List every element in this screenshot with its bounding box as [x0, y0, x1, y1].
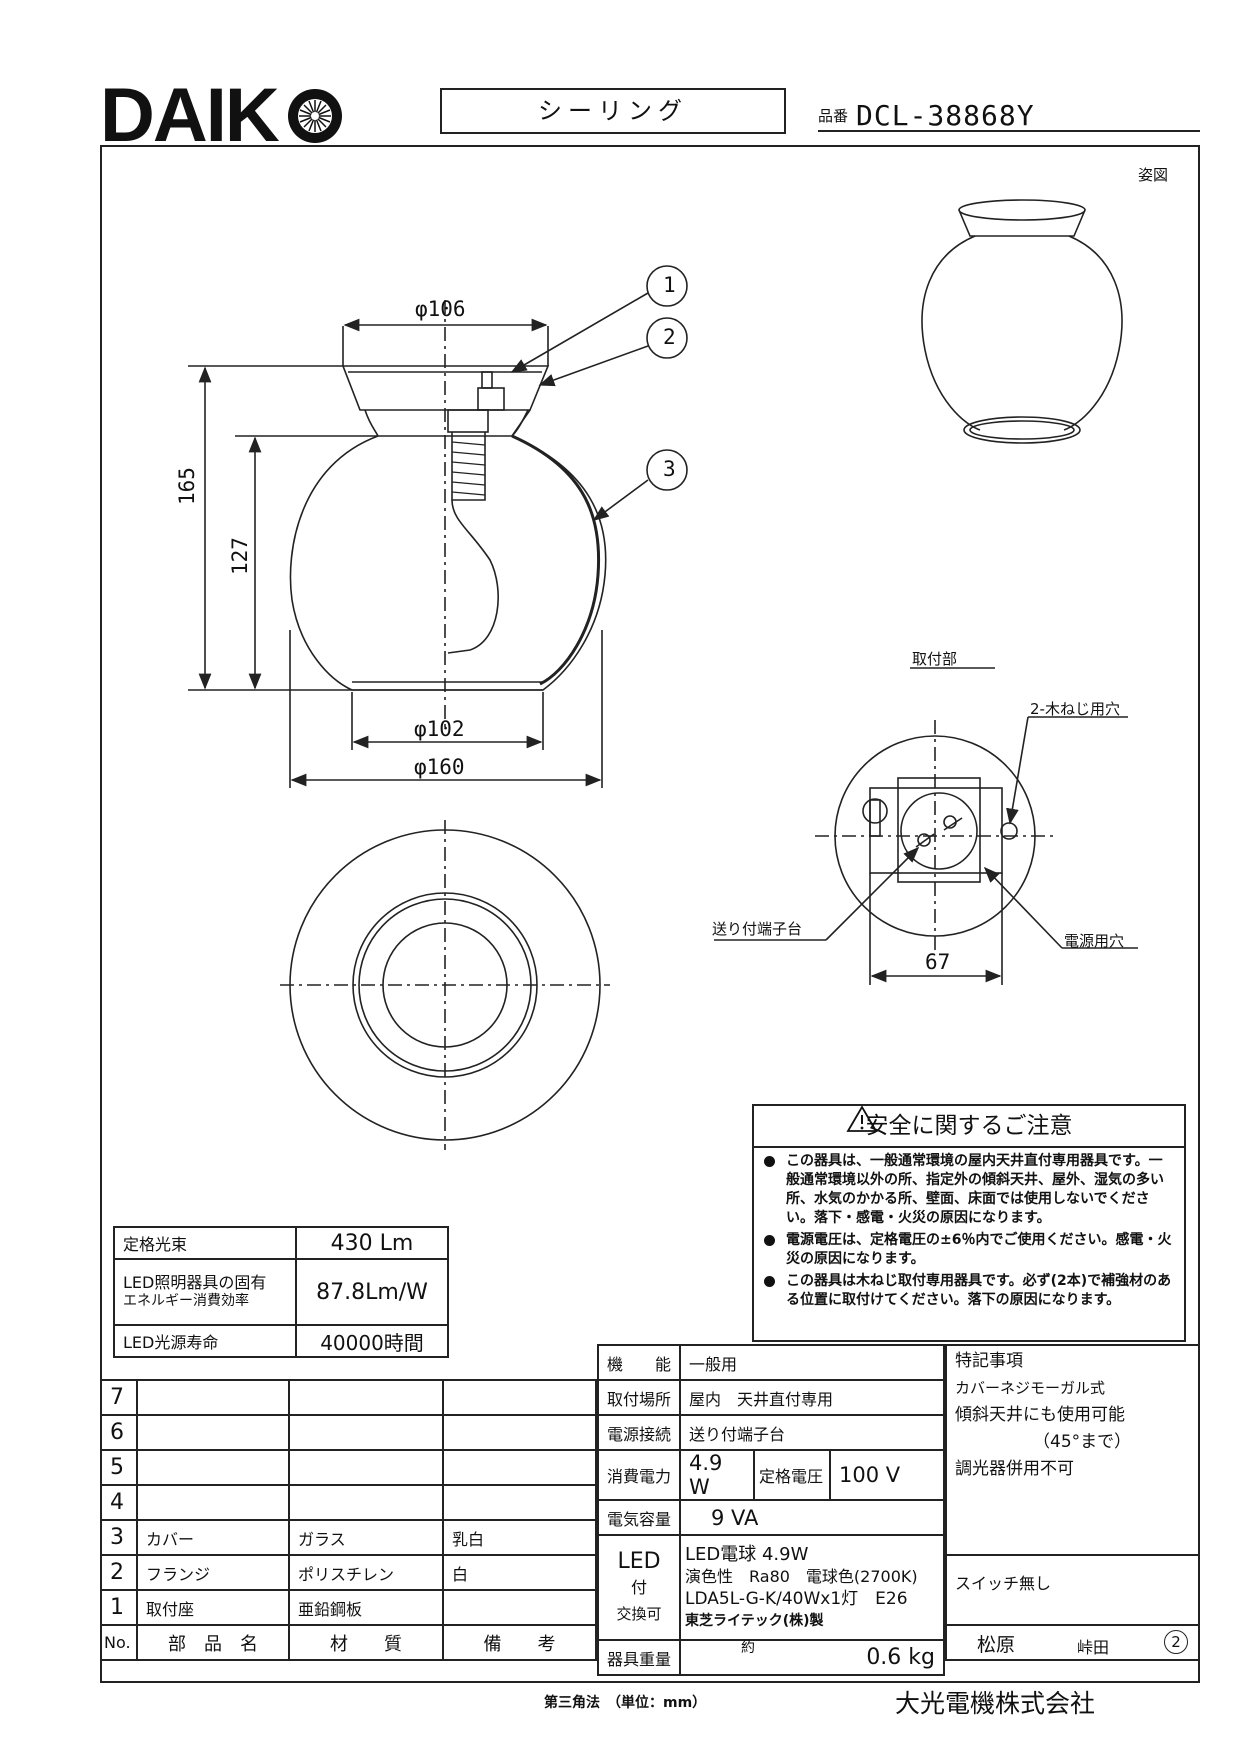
product-type: シーリング	[440, 88, 786, 134]
callout-1: 1	[663, 273, 676, 297]
warning-icon	[846, 1105, 878, 1132]
part-number: 品番 DCL-38868Y	[818, 94, 1200, 132]
spec-value: 屋内 天井直付専用	[679, 1379, 945, 1416]
spec-label: 消費電力	[597, 1449, 681, 1501]
part-no: 3	[100, 1519, 138, 1556]
notes-switch: スイッチ無し	[945, 1554, 1200, 1626]
dim-bottom-opening: φ102	[414, 717, 465, 741]
brand-logo: DAIK	[100, 73, 280, 158]
part-name: カバー	[136, 1519, 290, 1556]
view-label: 姿図	[1138, 166, 1169, 184]
mount-title: 取付部	[912, 650, 958, 668]
spec-table: 機 能一般用 取付場所屋内 天井直付専用 電源接続送り付端子台 消費電力 4.9…	[597, 1344, 945, 1676]
part-no: 6	[100, 1414, 138, 1451]
projection-note: 第三角法 （単位：mm）	[544, 1695, 707, 1711]
part-name: フランジ	[136, 1554, 290, 1591]
part-name	[136, 1379, 290, 1416]
part-note: 乳白	[442, 1519, 597, 1556]
dim-globe-diameter: φ160	[414, 755, 465, 779]
label-terminal: 送り付端子台	[712, 920, 803, 938]
brand-logo-sun-icon	[288, 89, 342, 143]
spec-value-led: LED電球 4.9W 演色性 Ra80 電球色(2700K) LDA5L-G-K…	[679, 1534, 945, 1641]
part-no: 7	[100, 1379, 138, 1416]
rating-label: 定格光束	[113, 1226, 297, 1260]
company-name: 大光電機株式会社	[895, 1689, 1096, 1718]
parts-header-note: 備 考	[442, 1624, 597, 1661]
spec-value: 4.9 W	[679, 1449, 755, 1501]
rating-label: LED照明器具の固有エネルギー消費効率	[113, 1258, 297, 1326]
spec-value: 送り付端子台	[679, 1414, 945, 1451]
part-material	[288, 1414, 444, 1451]
parts-header-name: 部 品 名	[136, 1624, 290, 1661]
part-note	[442, 1484, 597, 1521]
label-power-hole: 電源用穴	[1064, 932, 1125, 950]
dim-height-total: 165	[175, 467, 199, 505]
dim-top-diameter: φ106	[415, 297, 466, 321]
signature-cell: 松原 峠田 2	[945, 1624, 1200, 1661]
spec-value: 9 VA	[679, 1499, 945, 1536]
part-no: 2	[100, 1554, 138, 1591]
part-note: 白	[442, 1554, 597, 1591]
part-name	[136, 1449, 290, 1486]
dim-height-globe: 127	[228, 537, 252, 575]
spec-label: 電気容量	[597, 1499, 681, 1536]
spec-value: 一般用	[679, 1344, 945, 1381]
spec-value-weight: 約 0.6 kg	[679, 1639, 945, 1676]
caution-item-2: 電源電圧は、定格電圧の±6％内でご使用ください。感電・火災の原因になります。	[764, 1231, 1176, 1269]
ratings-table: 定格光束 430 Lm LED照明器具の固有エネルギー消費効率 87.8Lm/W…	[113, 1226, 449, 1358]
part-name	[136, 1484, 290, 1521]
spec-label: 定格電圧	[753, 1449, 831, 1501]
part-material	[288, 1379, 444, 1416]
part-name: 取付座	[136, 1589, 290, 1626]
part-note	[442, 1589, 597, 1626]
part-material: ポリスチレン	[288, 1554, 444, 1591]
spec-label-led: LED 付 交換可	[597, 1534, 681, 1641]
part-no: 1	[100, 1589, 138, 1626]
notes-cell: 特記事項 カバーネジモーガル式 傾斜天井にも使用可能 （45°まで） 調光器併用…	[945, 1344, 1200, 1556]
notes-table: 特記事項 カバーネジモーガル式 傾斜天井にも使用可能 （45°まで） 調光器併用…	[945, 1344, 1200, 1661]
drawing-frame	[100, 145, 1200, 1683]
callout-3: 3	[663, 457, 676, 481]
spec-label: 電源接続	[597, 1414, 681, 1451]
part-material: 亜鉛鋼板	[288, 1589, 444, 1626]
spec-value: 100 V	[829, 1449, 945, 1501]
part-note	[442, 1449, 597, 1486]
spec-label: 器具重量	[597, 1639, 681, 1676]
parts-header-material: 材 質	[288, 1624, 444, 1661]
safety-caution-box: 安全に関するご注意 この器具は、一般通常環境の屋内天井直付専用器具です。一般通常…	[752, 1104, 1186, 1342]
callout-2: 2	[663, 325, 676, 349]
part-material	[288, 1484, 444, 1521]
caution-item-1: この器具は、一般通常環境の屋内天井直付専用器具です。一般通常環境以外の所、指定外…	[764, 1152, 1176, 1228]
parts-header-no: No.	[100, 1624, 138, 1661]
part-no: 5	[100, 1449, 138, 1486]
part-no: 4	[100, 1484, 138, 1521]
part-note	[442, 1379, 597, 1416]
rating-value: 40000時間	[295, 1324, 449, 1358]
rating-value: 430 Lm	[295, 1226, 449, 1260]
rating-label: LED光源寿命	[113, 1324, 297, 1358]
dim-mount-width: 67	[925, 950, 951, 974]
spec-label: 取付場所	[597, 1379, 681, 1416]
spec-label: 機 能	[597, 1344, 681, 1381]
part-name	[136, 1414, 290, 1451]
part-note	[442, 1414, 597, 1451]
part-material	[288, 1449, 444, 1486]
label-screw-holes: 2-木ねじ用穴	[1030, 700, 1120, 718]
rating-value: 87.8Lm/W	[295, 1258, 449, 1326]
part-number-label: 品番	[818, 107, 849, 125]
caution-item-3: この器具は木ねじ取付専用器具です。必ず(2本)で補強材のある位置に取付けてくださ…	[764, 1272, 1176, 1310]
caution-title: 安全に関するご注意	[754, 1106, 1184, 1148]
part-material: ガラス	[288, 1519, 444, 1556]
part-number-value: DCL-38868Y	[856, 99, 1035, 132]
